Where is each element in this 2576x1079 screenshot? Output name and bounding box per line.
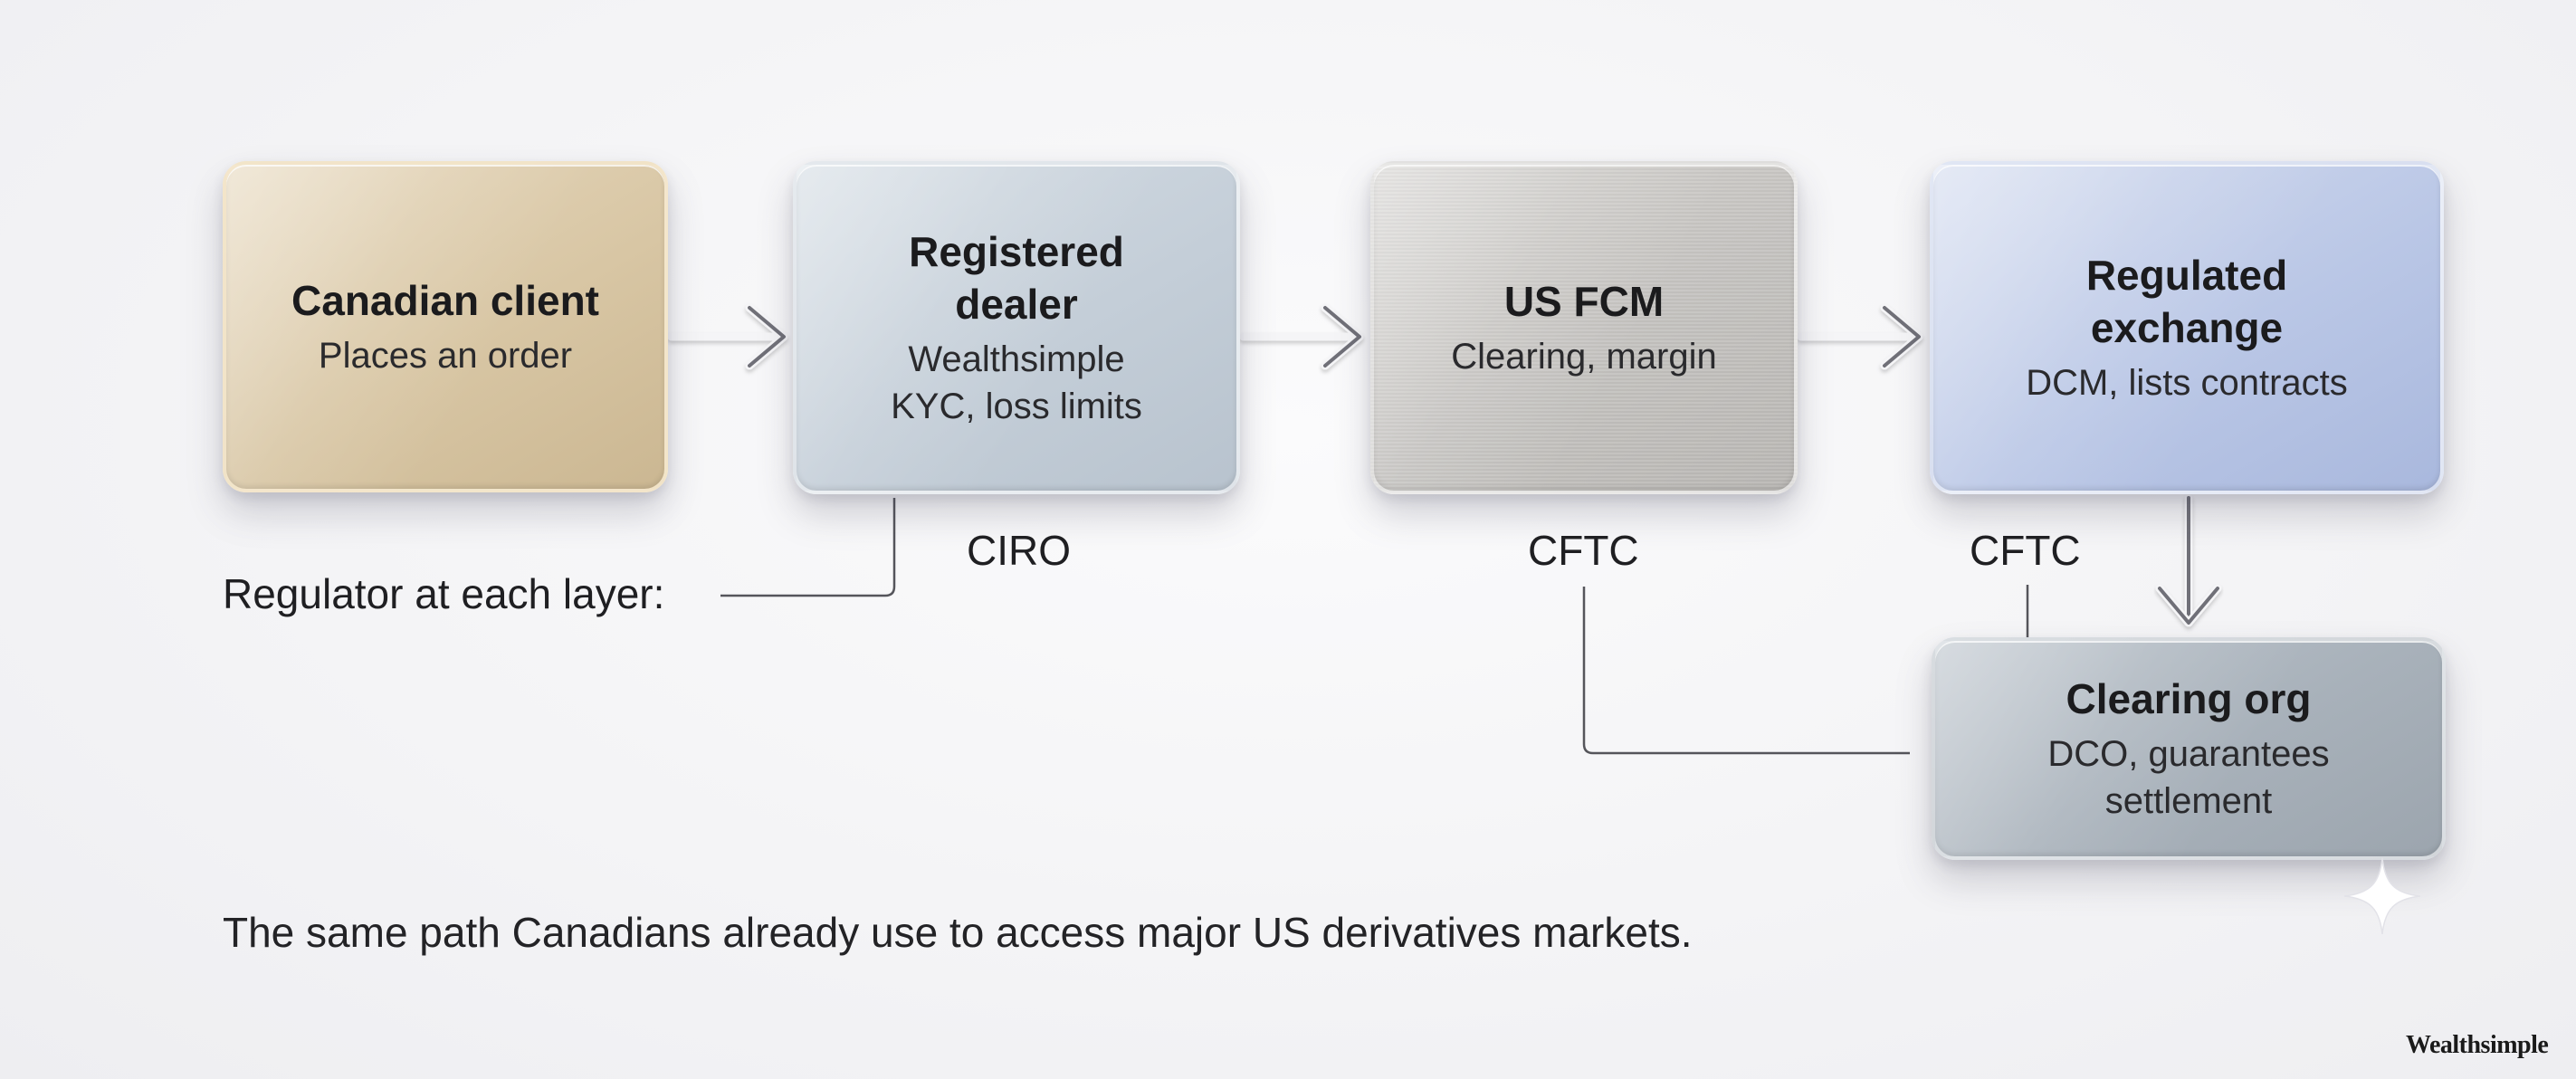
box-subtitle: Places an order	[318, 336, 573, 376]
regulator-cftc-exchange-label: CFTC	[1970, 527, 2081, 574]
box-title: US FCM	[1503, 278, 1665, 325]
right-arrow-icon	[667, 303, 788, 370]
box-subtitle: Wealthsimple KYC, loss limits	[891, 339, 1142, 426]
registered-dealer-box: Registered dealer Wealthsimple KYC, loss…	[793, 161, 1240, 494]
canadian-client-box: Canadian client Places an order	[223, 161, 668, 492]
regulator-cftc-fcm-label: CFTC	[1528, 527, 1639, 574]
box-title: Registered dealer	[909, 228, 1124, 328]
regulator-label: Regulator at each layer:	[223, 570, 665, 617]
regulator-ciro-label: CIRO	[967, 527, 1071, 574]
regulator-connector-line	[720, 498, 896, 597]
regulated-exchange-box: Regulated exchange DCM, lists contracts	[1930, 161, 2444, 494]
box-title: Canadian client	[291, 277, 599, 324]
right-arrow-icon	[1797, 303, 1923, 370]
down-arrow-icon	[2155, 493, 2222, 627]
box-subtitle: DCO, guarantees settlement	[2047, 734, 2330, 821]
box-subtitle: Clearing, margin	[1451, 337, 1717, 377]
right-arrow-icon	[1239, 303, 1364, 370]
wealthsimple-logo: Wealthsimple	[2406, 1031, 2549, 1059]
box-title: Clearing org	[2066, 675, 2312, 722]
box-subtitle: DCM, lists contracts	[2026, 363, 2348, 403]
sparkle-icon	[2343, 857, 2421, 935]
fcm-clearing-connector-line	[1582, 587, 1910, 755]
us-fcm-box: US FCM Clearing, margin	[1370, 161, 1798, 494]
box-title: Regulated exchange	[2085, 252, 2288, 351]
footer-caption: The same path Canadians already use to a…	[223, 909, 1693, 956]
clearing-org-box: Clearing org DCO, guarantees settlement	[1932, 637, 2446, 860]
